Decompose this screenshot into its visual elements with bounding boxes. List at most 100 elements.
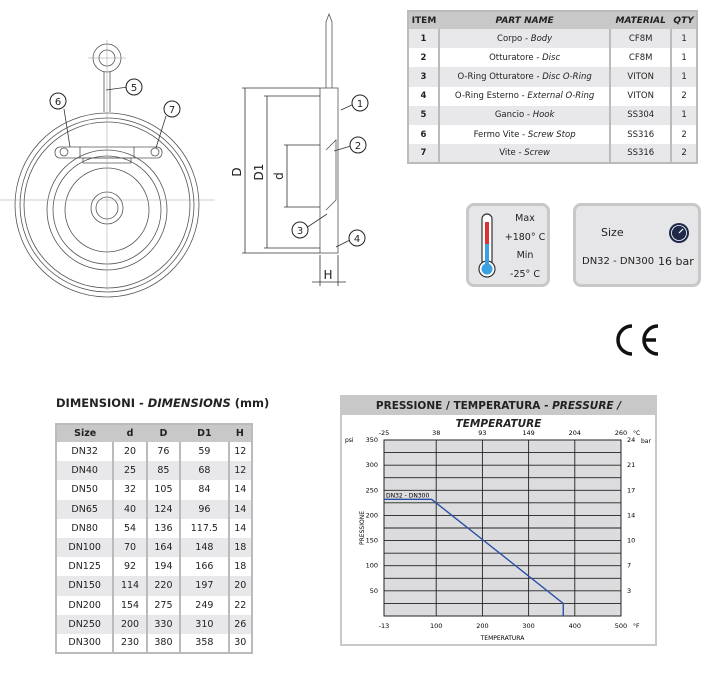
y-tick-label: 200 xyxy=(366,511,378,519)
x-unit-label: °F xyxy=(633,623,640,630)
dimension-cell: 84 xyxy=(179,480,229,500)
dimension-cell: 200 xyxy=(112,614,147,634)
dimensions-title: DIMENSIONI - DIMENSIONS (mm) xyxy=(56,396,270,410)
quantity: 1 xyxy=(670,48,697,68)
dim-D-label: D xyxy=(230,167,244,176)
dimension-cell: 85 xyxy=(145,461,181,481)
size-pressure-box: Size DN32 - DN300 16 bar xyxy=(573,203,701,287)
dimension-cell: 22 xyxy=(227,595,252,615)
dimension-cell: 330 xyxy=(145,614,181,634)
dimension-cell: DN100 xyxy=(56,537,114,558)
dim-col-header: H xyxy=(228,424,252,442)
dim-D1-label: D1 xyxy=(252,164,266,181)
dimension-cell: 166 xyxy=(179,557,229,577)
material: CF8M xyxy=(609,29,672,49)
dimension-cell: DN125 xyxy=(68,561,101,573)
x-top-tick-label: 38 xyxy=(432,429,440,437)
y-right-tick-label: 21 xyxy=(627,461,635,469)
dimension-cell: DN32 xyxy=(71,446,98,458)
dimension-cell: 105 xyxy=(145,480,181,500)
parts-row: 2 Otturatore - Disc CF8M 1 xyxy=(408,48,697,68)
x-top-tick-label: 149 xyxy=(522,429,534,437)
pressure-gauge-icon xyxy=(669,223,689,243)
dimension-cell: 154 xyxy=(112,595,147,615)
svg-text:3: 3 xyxy=(297,226,303,237)
col-qty: QTY xyxy=(671,11,697,29)
dimension-cell: DN65 xyxy=(56,499,114,519)
dim-col-header: d xyxy=(113,424,147,442)
dimension-cell: 26 xyxy=(227,614,252,634)
col-material: MATERIAL xyxy=(610,11,672,29)
dimension-cell: DN200 xyxy=(68,599,101,611)
dimension-cell: 14 xyxy=(227,518,252,538)
dimension-cell: 96 xyxy=(179,499,229,519)
y-tick-label: 300 xyxy=(366,461,378,469)
part-name: O-Ring Otturatore - Disc O-Ring xyxy=(437,67,611,87)
callout-1: 1 xyxy=(351,94,369,112)
x-top-unit-label: °C xyxy=(633,430,640,437)
min-label: Min xyxy=(516,250,534,261)
quantity: 2 xyxy=(670,144,697,164)
dimension-cell: 148 xyxy=(179,537,229,558)
x-axis-title: TEMPERATURA xyxy=(480,635,526,642)
y-right-tick-label: 10 xyxy=(627,537,635,545)
dimension-cell: 14 xyxy=(227,480,252,500)
dimension-cell: 12 xyxy=(227,442,252,462)
parts-row: 7 Vite - Screw SS316 2 xyxy=(408,144,697,164)
y-unit-label: psi xyxy=(345,437,354,444)
material: CF8M xyxy=(609,48,672,68)
x-tick-label: 100 xyxy=(430,622,442,630)
dimension-cell: 220 xyxy=(145,576,181,596)
part-name: Fermo Vite - Screw Stop xyxy=(437,124,611,145)
y-right-tick-label: 17 xyxy=(627,486,635,494)
max-label: Max xyxy=(515,213,535,224)
y-axis-title: PRESSIONE xyxy=(359,511,366,545)
item-number: 3 xyxy=(408,67,439,87)
dimension-cell: 18 xyxy=(227,537,252,558)
x-top-tick-label: 204 xyxy=(569,429,581,437)
chart-title: PRESSIONE / TEMPERATURA - PRESSURE / TEM… xyxy=(342,397,655,430)
dimension-cell: 30 xyxy=(227,633,252,654)
dimension-cell: 114 xyxy=(112,576,147,596)
material: SS316 xyxy=(609,124,672,145)
temperature-range-box: Max +180° C Min -25° C xyxy=(466,203,550,287)
x-top-tick-label: 93 xyxy=(478,429,486,437)
dimension-cell: DN40 xyxy=(56,461,114,481)
material: VITON xyxy=(609,86,672,106)
series-label: DN32 - DN300 xyxy=(386,492,429,499)
dimension-cell: DN50 xyxy=(71,484,98,496)
part-name: O-Ring Esterno - External O-Ring xyxy=(437,86,611,106)
pressure-temperature-chart: PRESSIONE / TEMPERATURA - PRESSURE / TEM… xyxy=(340,395,657,646)
quantity: 1 xyxy=(670,67,697,87)
dimension-cell: 20 xyxy=(112,442,147,462)
quantity: 2 xyxy=(670,86,697,106)
dimension-cell: 76 xyxy=(145,442,181,462)
max-temperature: +180° C xyxy=(504,231,546,243)
parts-row: 5 Gancio - Hook SS304 1 xyxy=(408,105,697,125)
size-range: DN32 - DN300 xyxy=(582,256,655,267)
item-number: 1 xyxy=(408,29,439,49)
y-tick-label: 250 xyxy=(366,486,378,494)
quantity: 1 xyxy=(670,29,697,49)
x-tick-label: 500 xyxy=(615,622,627,630)
svg-text:5: 5 xyxy=(131,83,137,94)
dimension-cell: 20 xyxy=(227,576,252,596)
callout-4: 4 xyxy=(348,229,366,247)
part-name: Gancio - Hook xyxy=(437,105,611,125)
callout-7: 7 xyxy=(163,100,181,118)
y-tick-label: 150 xyxy=(366,537,378,545)
dimension-cell: 12 xyxy=(227,461,252,481)
dimension-cell: 136 xyxy=(145,518,181,538)
quantity: 2 xyxy=(670,124,697,145)
y-tick-label: 100 xyxy=(366,562,378,570)
y-right-unit-label: bar xyxy=(641,438,651,445)
x-top-tick-label: 260 xyxy=(615,429,627,437)
